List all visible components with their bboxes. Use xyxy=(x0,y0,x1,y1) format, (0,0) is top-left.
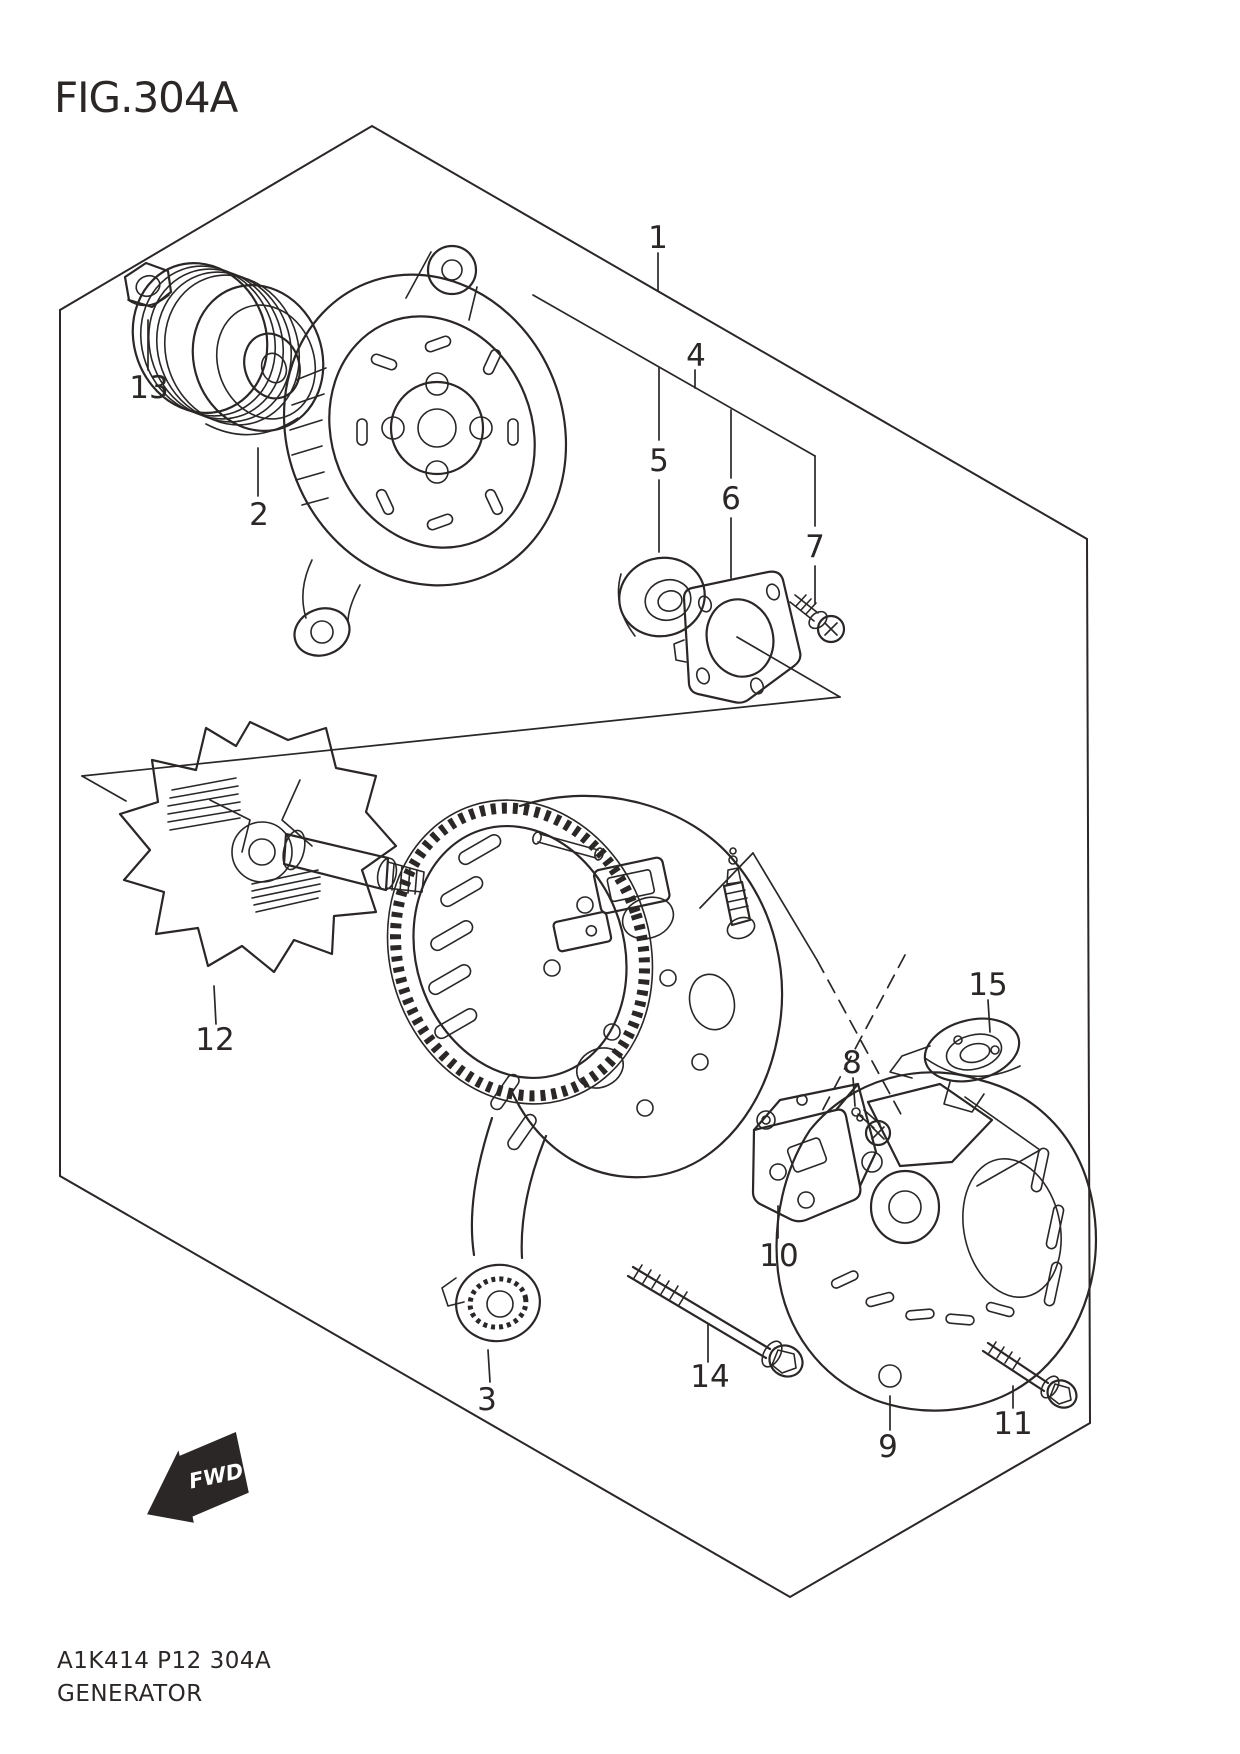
bearing xyxy=(617,556,706,638)
callout-3: 3 xyxy=(477,1382,497,1418)
callout-leader-3 xyxy=(487,1349,491,1383)
diagram-border xyxy=(59,124,1092,1599)
callout-1: 1 xyxy=(648,220,668,256)
callout-12: 12 xyxy=(195,1022,234,1058)
cover-bolt xyxy=(981,1341,1078,1409)
retainer-screw xyxy=(789,594,846,644)
callout-13: 13 xyxy=(129,370,168,406)
figure-code: A1K414 P12 304A xyxy=(57,1648,271,1674)
callout-leader-12 xyxy=(213,985,217,1025)
callout-15: 15 xyxy=(968,967,1007,1003)
rear-bracket-stator-assembly xyxy=(386,794,784,1343)
front-housing xyxy=(282,244,568,657)
pulley xyxy=(131,262,325,436)
callout-leader-8 xyxy=(852,1077,856,1107)
callout-9: 9 xyxy=(878,1429,898,1465)
callout-4: 4 xyxy=(686,338,706,374)
callout-6: 6 xyxy=(721,481,741,517)
callout-2: 2 xyxy=(249,497,269,533)
rear-cover xyxy=(775,1071,1097,1412)
callout-11: 11 xyxy=(993,1406,1032,1442)
regulator xyxy=(751,1082,878,1223)
figure-title: FIG.304A xyxy=(54,73,239,122)
figure-name: GENERATOR xyxy=(57,1681,203,1707)
rear-bearing-retainer xyxy=(889,1017,1021,1113)
rotor xyxy=(118,720,425,974)
callout-5: 5 xyxy=(649,443,669,479)
fwd-arrow-body xyxy=(177,1432,249,1518)
regulator-screw xyxy=(851,1107,892,1147)
callout-7: 7 xyxy=(805,529,825,565)
through-bolt xyxy=(626,1264,804,1378)
callout-10: 10 xyxy=(759,1238,798,1274)
assembly-pointer-lines xyxy=(81,294,906,1119)
callout-14: 14 xyxy=(690,1359,729,1395)
fwd-direction-arrow: FWD xyxy=(147,1432,249,1523)
callout-leader-15 xyxy=(987,999,991,1033)
bearing-retainer-plate xyxy=(673,570,802,704)
callout-8: 8 xyxy=(842,1045,862,1081)
